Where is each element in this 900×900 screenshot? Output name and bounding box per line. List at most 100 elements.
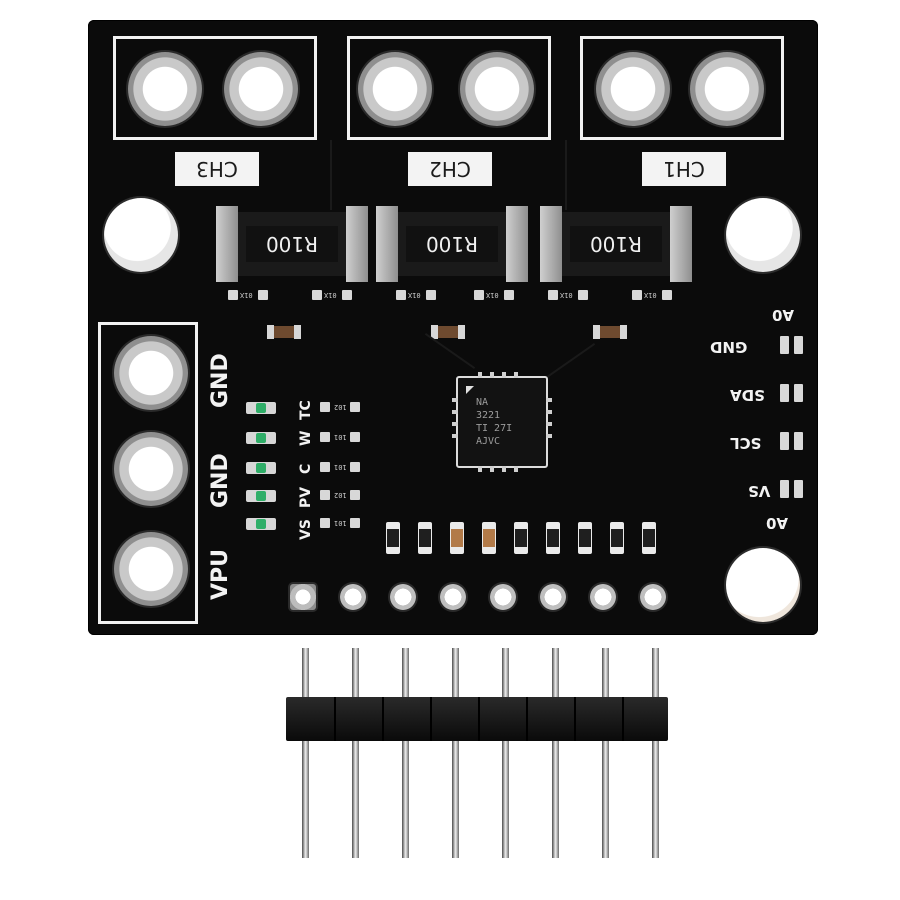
filter-pad <box>474 290 484 300</box>
a0-label-top: A0 <box>772 306 795 324</box>
address-jumper-pad <box>794 432 803 450</box>
ch1-pad-1 <box>596 52 670 126</box>
shunt-resistor-ch2: R100 <box>376 206 528 282</box>
led-resistor-pad <box>350 490 360 500</box>
a0-label-bottom: A0 <box>766 514 789 532</box>
ch1-terminal-box <box>580 36 784 140</box>
ch2-label: CH2 <box>408 152 492 186</box>
ch2-pad-1 <box>358 52 432 126</box>
pv-label: PV <box>298 486 314 508</box>
led-resistor-pad <box>320 490 330 500</box>
mounting-hole-top-right <box>726 198 800 272</box>
header-pin-8 <box>652 648 659 858</box>
filter-pad <box>578 290 588 300</box>
w-label: W <box>298 430 314 446</box>
gnd-label-middle: GND <box>208 453 233 508</box>
chip-marking: NA 3221 TI 27I AJVC <box>476 397 513 447</box>
filter-capacitor <box>593 325 627 339</box>
component-code: 01X <box>644 291 657 299</box>
header-hole-4 <box>440 584 466 610</box>
ch1-pad-2 <box>690 52 764 126</box>
mounting-hole-top-left <box>104 198 178 272</box>
pin-header-plastic <box>286 697 668 741</box>
pcb-trace <box>565 140 567 210</box>
component-code: 01X <box>240 291 253 299</box>
filter-pad <box>662 290 672 300</box>
header-pin-5 <box>502 648 509 858</box>
smd-resistor <box>386 522 400 554</box>
ch3-pad-2 <box>224 52 298 126</box>
header-pin-4 <box>452 648 459 858</box>
smd-resistor <box>546 522 560 554</box>
led-tc <box>246 402 276 414</box>
smd-capacitor <box>450 522 464 554</box>
led-resistor-pad <box>350 402 360 412</box>
gnd-label-right: GND <box>710 338 748 356</box>
header-pin-6 <box>552 648 559 858</box>
led-resistor-pad <box>320 518 330 528</box>
sda-label: SDA <box>730 386 765 404</box>
vpu-label: VPU <box>208 548 233 600</box>
led-resistor-pad <box>350 462 360 472</box>
ch3-pad-1 <box>128 52 202 126</box>
header-pin-7 <box>602 648 609 858</box>
smd-capacitor <box>482 522 496 554</box>
mounting-hole-bottom-right <box>726 548 800 622</box>
led-resistor-pad <box>320 432 330 442</box>
address-jumper-pad <box>780 384 789 402</box>
shunt-resistor-ch3-value: R100 <box>246 226 338 262</box>
filter-pad <box>396 290 406 300</box>
led-resistor-code: 102 <box>334 403 347 411</box>
ch1-label: CH1 <box>642 152 726 186</box>
gnd-label-top: GND <box>208 353 233 408</box>
filter-pad <box>504 290 514 300</box>
address-jumper-pad <box>780 480 789 498</box>
header-hole-8 <box>640 584 666 610</box>
filter-capacitor <box>267 325 301 339</box>
component-code: 01X <box>324 291 337 299</box>
component-code: 01X <box>408 291 421 299</box>
ina3221-chip: NA 3221 TI 27I AJVC <box>452 372 552 472</box>
address-jumper-pad <box>794 336 803 354</box>
tc-label: TC <box>298 400 314 420</box>
led-pv <box>246 490 276 502</box>
header-hole-6 <box>540 584 566 610</box>
shunt-resistor-ch2-value: R100 <box>406 226 498 262</box>
ch2-terminal-box <box>347 36 551 140</box>
led-w <box>246 432 276 444</box>
shunt-resistor-ch1-value: R100 <box>570 226 662 262</box>
filter-pad <box>548 290 558 300</box>
smd-resistor <box>610 522 624 554</box>
gnd-pad-1 <box>114 336 188 410</box>
shunt-resistor-ch3: R100 <box>216 206 368 282</box>
filter-pad <box>228 290 238 300</box>
address-jumper-pad <box>794 480 803 498</box>
smd-resistor <box>514 522 528 554</box>
led-resistor-pad <box>320 462 330 472</box>
component-code: 01X <box>560 291 573 299</box>
led-resistor-code: 102 <box>334 491 347 499</box>
vs-label: VS <box>298 519 314 540</box>
led-resistor-pad <box>350 432 360 442</box>
c-label: C <box>298 463 314 474</box>
shunt-resistor-ch1: R100 <box>540 206 692 282</box>
filter-capacitor <box>431 325 465 339</box>
header-pin-3 <box>402 648 409 858</box>
filter-pad <box>426 290 436 300</box>
filter-pad <box>312 290 322 300</box>
scl-label: SCL <box>730 434 762 452</box>
smd-resistor <box>642 522 656 554</box>
header-hole-3 <box>390 584 416 610</box>
vs-label-right: VS <box>748 482 771 500</box>
component-code: 01X <box>486 291 499 299</box>
header-hole-5 <box>490 584 516 610</box>
gnd-pad-2 <box>114 432 188 506</box>
led-resistor-code: 101 <box>334 519 347 527</box>
filter-pad <box>258 290 268 300</box>
led-c <box>246 462 276 474</box>
led-vs <box>246 518 276 530</box>
led-resistor-pad <box>350 518 360 528</box>
vpu-pad <box>114 532 188 606</box>
header-pin-2 <box>352 648 359 858</box>
ch3-terminal-box <box>113 36 317 140</box>
